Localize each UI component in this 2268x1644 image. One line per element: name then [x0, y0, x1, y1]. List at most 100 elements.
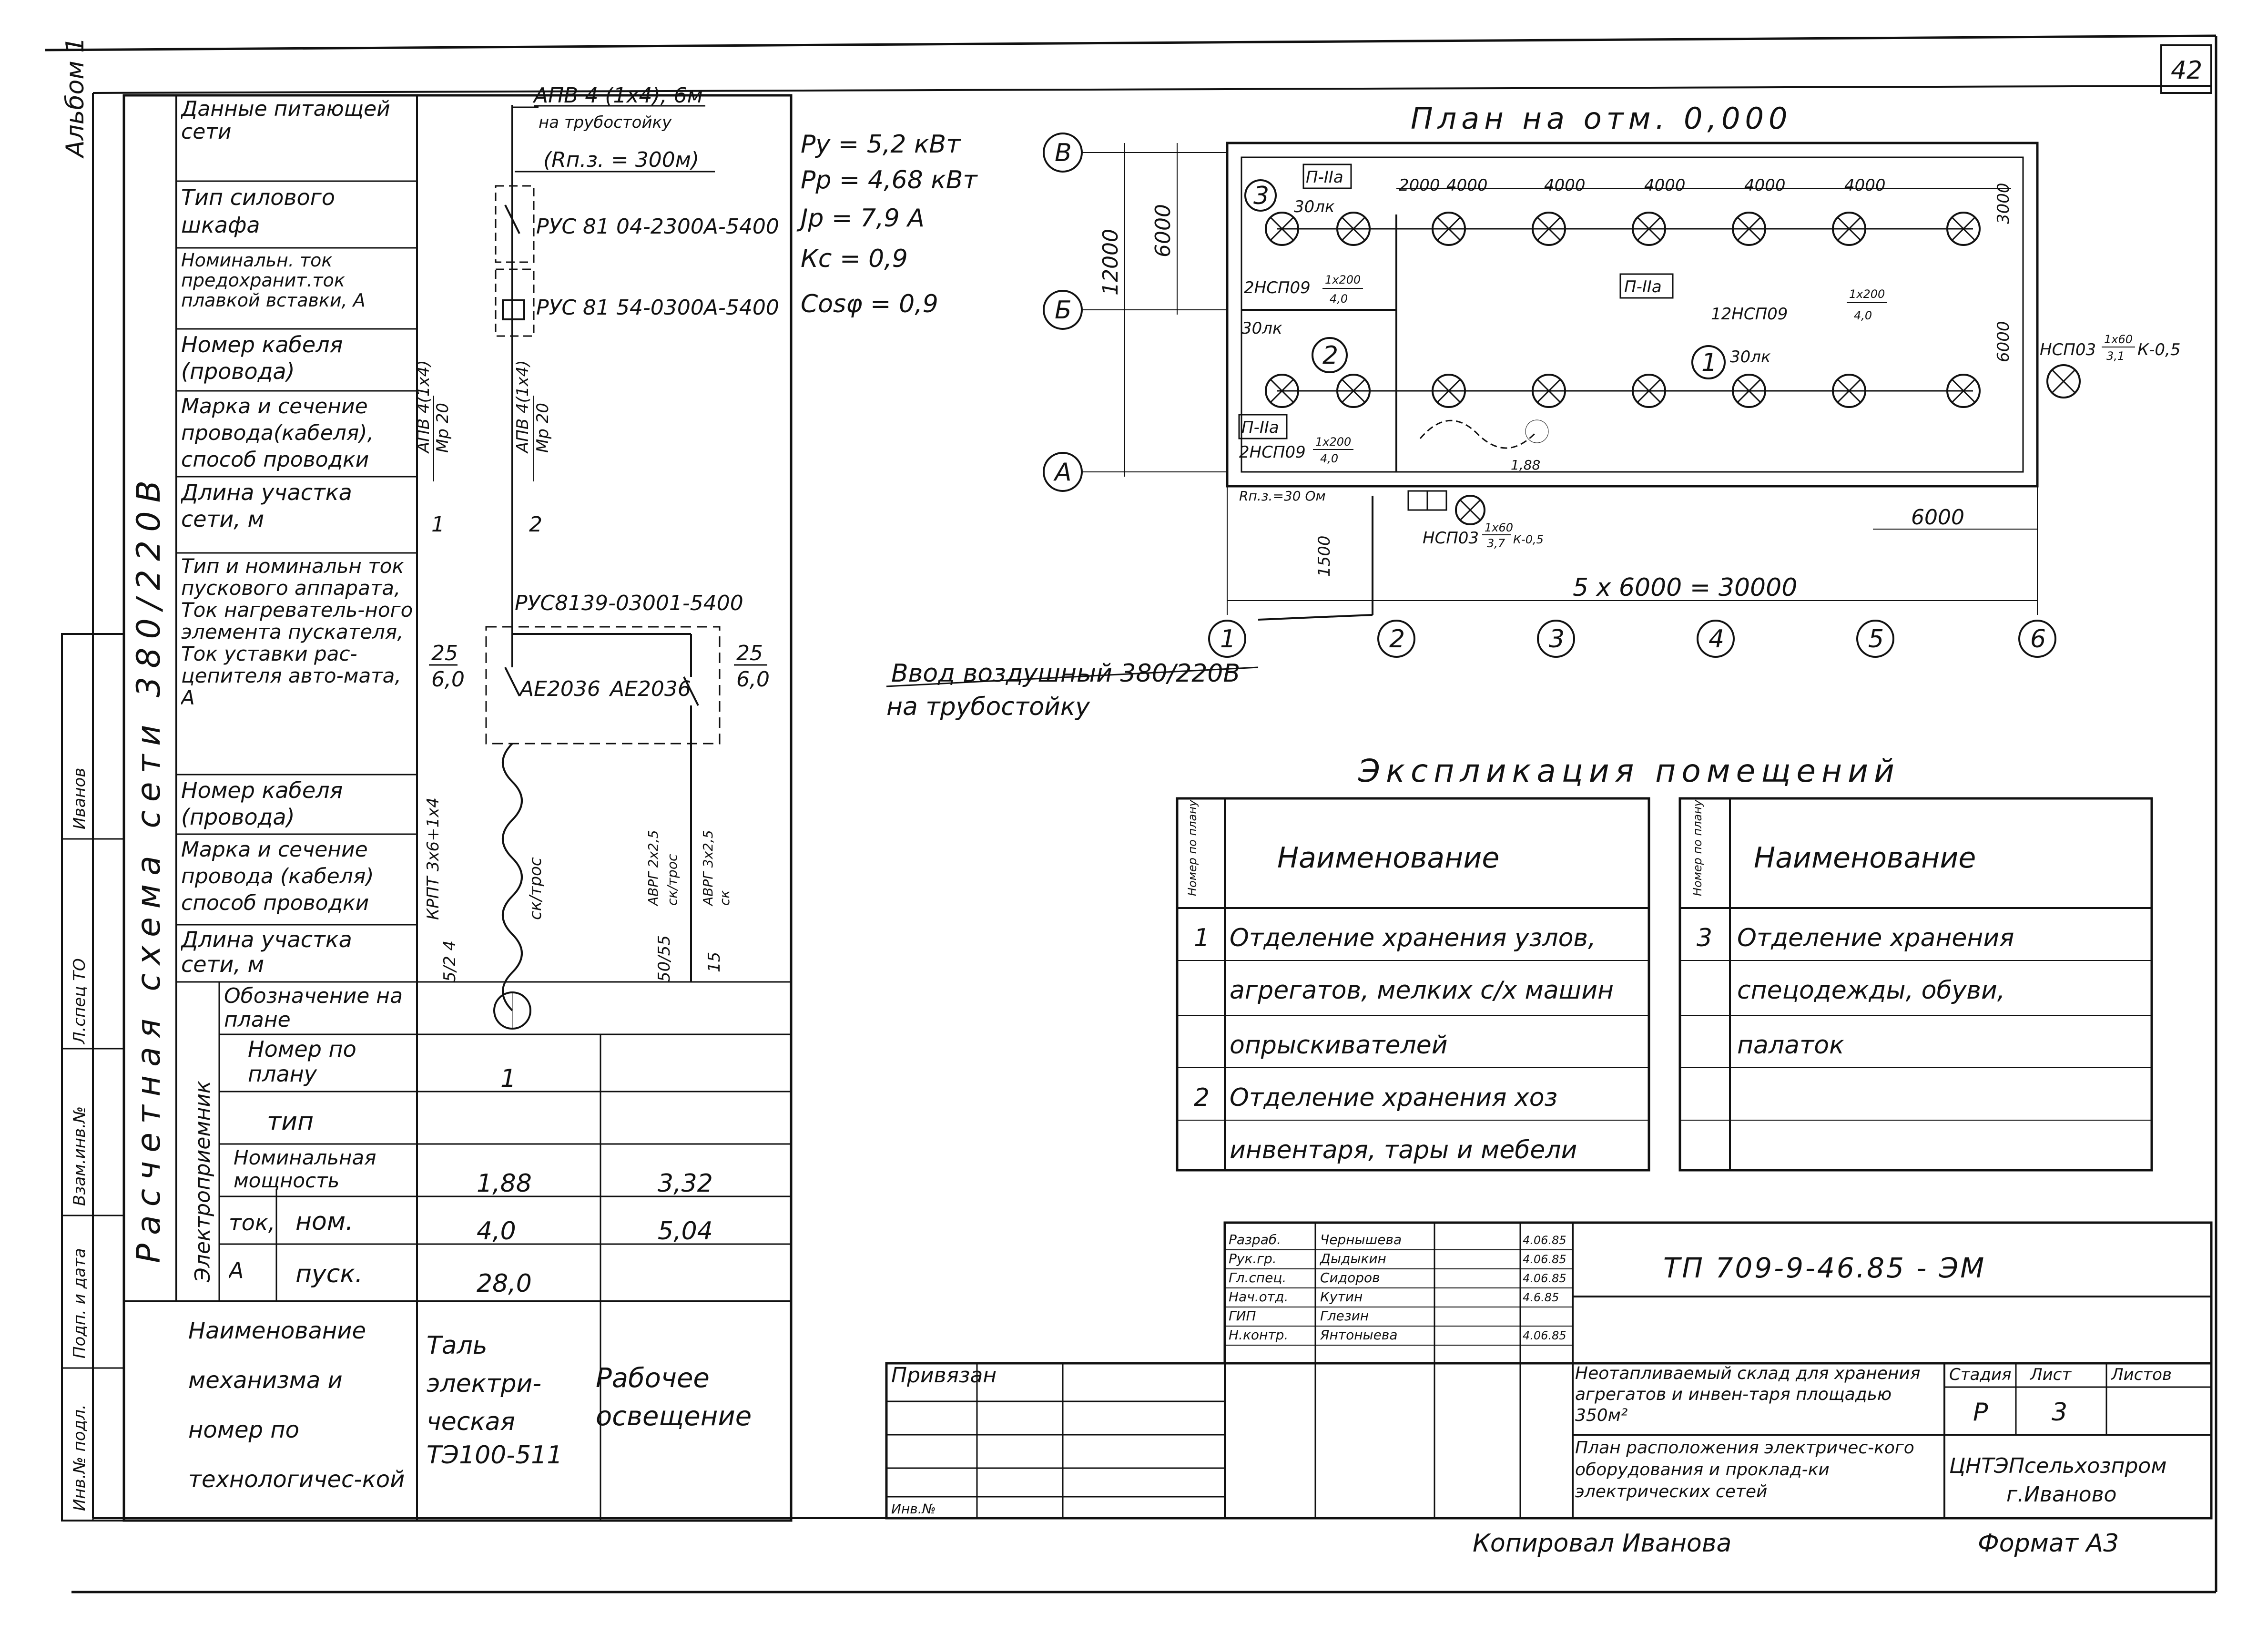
- stage-value: Р: [1973, 1398, 1988, 1427]
- breaker-1: АЕ2036: [518, 677, 600, 701]
- cable2-mark: АПВ 4(1х4): [513, 360, 532, 454]
- axis-number-2: 2: [1389, 625, 1405, 654]
- col1-number: 1: [500, 1064, 516, 1093]
- luminaires: [1265, 212, 1981, 408]
- room-1-class: П-IIа: [1624, 277, 1662, 296]
- page-number-box: [2160, 44, 2212, 94]
- breaker-2: АЕ2036: [609, 677, 691, 701]
- expl-right-col-name: Наименование: [1754, 841, 1976, 875]
- stage-label: Стадия: [1949, 1365, 2011, 1384]
- cable2-num: 2: [529, 512, 542, 537]
- col1-name-3: ТЭ100-511: [427, 1441, 562, 1470]
- room-1-lux: 30лк: [1730, 347, 1771, 367]
- lamp-icon: [1532, 374, 1566, 408]
- signer-date-5: 4.06.85: [1523, 1329, 1566, 1342]
- outdoor-bottom-k: К-0,5: [1513, 533, 1544, 546]
- receiver-label: Электроприемник: [191, 1081, 215, 1283]
- right-name-0: Отделение хранения: [1737, 924, 2014, 952]
- axis-b: Б: [1055, 296, 1072, 325]
- power-factor: Cosφ = 0,9: [801, 290, 938, 318]
- left-name-0: Отделение хранения узлов,: [1230, 924, 1596, 952]
- left-num-3: 2: [1194, 1083, 1210, 1112]
- signer-role-0: Разраб.: [1229, 1232, 1281, 1247]
- axis-number-5: 5: [1868, 625, 1884, 654]
- outdoor-right-frac-top: 1х60: [2104, 333, 2133, 346]
- axis-circle-5: [1856, 620, 1894, 658]
- expl-right-col-num: Номер по плану: [1691, 799, 1704, 896]
- row-section-length-2: Длина участка сети, м: [181, 927, 352, 977]
- row-current-nom: ном.: [295, 1207, 354, 1236]
- lamp-icon: [1265, 212, 1299, 246]
- rating-left-bottom: 6,0: [431, 667, 465, 692]
- lamp-icon: [1432, 374, 1466, 408]
- hoist-cable: [1419, 419, 1536, 449]
- signer-name-4: Глезин: [1320, 1308, 1369, 1324]
- dim-top-5: 4000: [1844, 176, 1886, 195]
- signer-role-4: ГИП: [1229, 1308, 1256, 1324]
- cable1-method: Мр 20: [433, 403, 452, 453]
- rating-left-top: 25: [431, 641, 458, 665]
- signer-role-1: Рук.гр.: [1229, 1251, 1277, 1266]
- col1-current-start: 28,0: [477, 1269, 532, 1298]
- lamp-icon: [1532, 212, 1566, 246]
- dim-1500: 1500: [1315, 535, 1334, 577]
- album-label: Альбом 1: [61, 37, 90, 159]
- plan-title: План на отм. 0,000: [1411, 101, 1792, 136]
- expl-left-col-name: Наименование: [1277, 841, 1499, 875]
- signer-date-2: 4.06.85: [1523, 1272, 1566, 1285]
- rating-right-top: 25: [736, 641, 763, 665]
- starter-box: [485, 626, 721, 745]
- right-name-2: палаток: [1737, 1031, 1844, 1060]
- copied-by: Копировал Иванова: [1473, 1529, 1731, 1558]
- rating-right-bottom: 6,0: [736, 667, 770, 692]
- room-1-frac-top: 1х200: [1849, 287, 1885, 301]
- cabinet-1-type: РУС 81 04-2300А-5400: [536, 214, 779, 239]
- cable4-len: 50/55: [655, 935, 674, 982]
- axis-circle-4: [1697, 620, 1735, 658]
- dim-12000: 12000: [1098, 229, 1123, 296]
- axis-circle-3: [1537, 620, 1575, 658]
- signer-role-3: Нач.отд.: [1229, 1289, 1288, 1305]
- stamp-replace-inv: Взам.инв.№: [70, 1106, 89, 1206]
- lamp-icon: [1832, 374, 1866, 408]
- room-3-frac-top: 1х200: [1325, 273, 1361, 286]
- room-3-lamps: 2НСП09: [1244, 278, 1311, 297]
- power-installed: Ру = 5,2 кВт: [801, 130, 961, 159]
- room-3-frac-bottom: 4,0: [1330, 292, 1348, 306]
- row-designation: Обозначение на плане: [224, 984, 403, 1032]
- outdoor-lamp-bottom-icon: [1455, 495, 1485, 525]
- dim-6000: 6000: [1151, 204, 1175, 257]
- outdoor-bottom-frac-top: 1х60: [1485, 521, 1513, 534]
- expl-left-col-num: Номер по плану: [1186, 799, 1199, 896]
- inv-no-bottom: Инв.№: [891, 1501, 936, 1517]
- dim-top-1: 4000: [1446, 176, 1488, 195]
- sheet-value: 3: [2052, 1398, 2067, 1427]
- cable1-num: 1: [431, 512, 445, 537]
- inner-frame-top: [92, 85, 2212, 94]
- axis-circle-1: [1208, 620, 1246, 658]
- col2-power: 3,32: [658, 1169, 713, 1198]
- signer-role-5: Н.контр.: [1229, 1327, 1288, 1343]
- room-2-frac-top: 1х200: [1315, 435, 1351, 449]
- room-1-lamps: 12НСП09: [1711, 305, 1788, 324]
- signer-name-0: Чернышева: [1320, 1232, 1402, 1247]
- col2-name-0: Рабочее: [596, 1363, 710, 1394]
- lamp-icon: [1336, 374, 1371, 408]
- current-calculated: Јр = 7,9 А: [796, 204, 925, 233]
- switch-1: [504, 204, 520, 234]
- dim-bay: 6000: [1911, 505, 1964, 530]
- axis-number-4: 4: [1709, 625, 1724, 654]
- row-cable-number: Номер кабеля (провода): [181, 332, 343, 384]
- left-name-1: агрегатов, мелких с/х машин: [1230, 976, 1614, 1005]
- col2-current-nom: 5,04: [658, 1217, 713, 1246]
- cable5-len: 15: [705, 952, 724, 972]
- power-calculated: Рр = 4,68 кВт: [801, 166, 978, 194]
- starter-type: РУС8139-03001-5400: [515, 591, 743, 615]
- room-3-class: П-IIа: [1306, 168, 1343, 187]
- entry-note: на трубостойку: [886, 693, 1090, 721]
- dim-top-0: 2000: [1399, 176, 1440, 195]
- object-name: Неотапливаемый склад для хранения агрега…: [1575, 1364, 1921, 1425]
